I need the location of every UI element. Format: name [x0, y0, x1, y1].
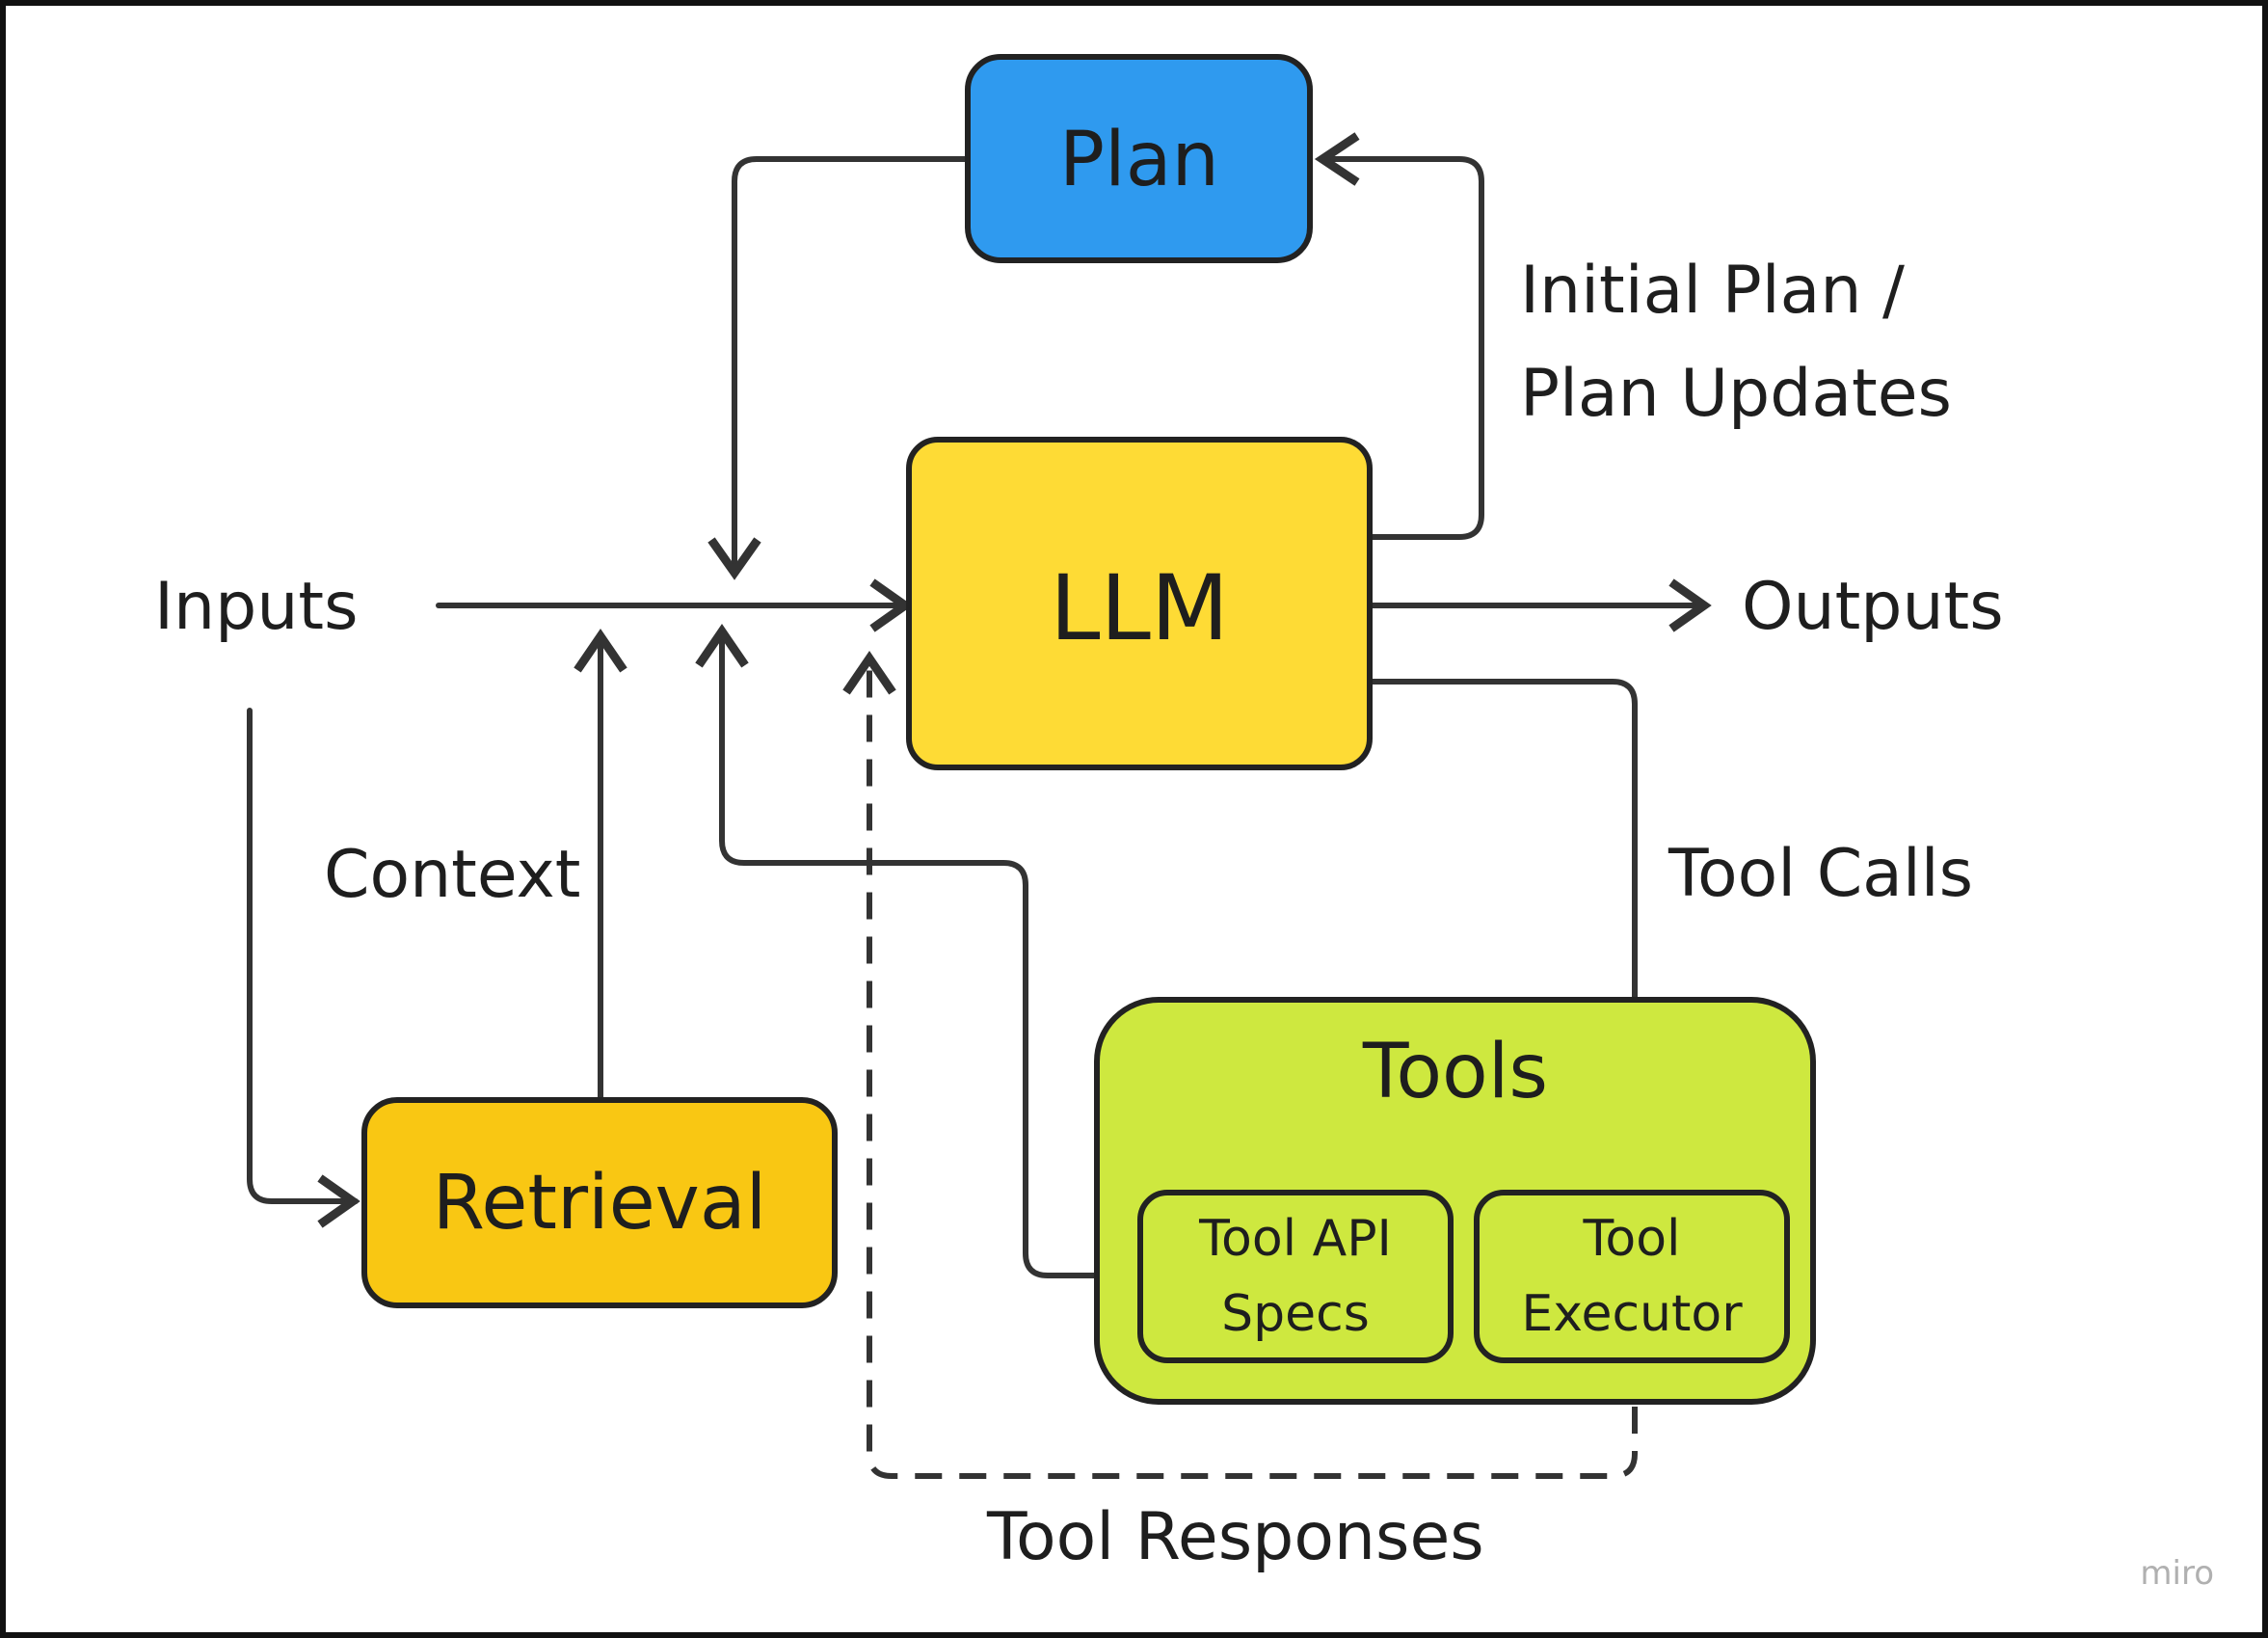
llm-to-outputs-arrowhead	[1668, 578, 1712, 632]
tool-calls-connector	[1370, 679, 1638, 1184]
inputs-label: Inputs	[154, 569, 359, 645]
plan-updates-label-line1: Initial Plan /	[1520, 253, 1905, 329]
plan-node: Plan	[965, 54, 1313, 263]
tool-responses-label: Tool Responses	[986, 1499, 1484, 1575]
tool-api-specs-label-line1: Tool API	[1198, 1210, 1392, 1268]
tool-specs-connector	[719, 629, 1143, 1278]
tool-executor-node: Tool Executor	[1474, 1190, 1790, 1363]
plan-label: Plan	[1059, 117, 1219, 203]
tool-executor-label-line1: Tool	[1582, 1210, 1680, 1268]
tool-api-specs-label-line2: Specs	[1221, 1285, 1370, 1343]
llm-node: LLM	[906, 437, 1373, 770]
retrieval-node: Retrieval	[361, 1097, 838, 1308]
outputs-label: Outputs	[1742, 569, 2004, 645]
tool-executor-label-line2: Executor	[1521, 1285, 1743, 1343]
miro-watermark: miro	[2140, 1554, 2214, 1593]
tool-calls-label: Tool Calls	[1668, 836, 1973, 912]
llm-to-plan-connector	[1318, 156, 1484, 540]
tool-api-specs-node: Tool API Specs	[1137, 1190, 1454, 1363]
context-label: Context	[324, 837, 580, 913]
inputs-to-llm-arrowhead	[869, 578, 913, 632]
context-arrowhead	[574, 629, 627, 673]
tool-specs-arrowhead	[695, 624, 749, 668]
tool-responses-connector	[867, 668, 1638, 1479]
tool-responses-arrowhead	[842, 651, 896, 695]
retrieval-label: Retrieval	[433, 1160, 767, 1247]
plan-to-inputs-arrowhead	[707, 537, 761, 580]
llm-label: LLM	[1050, 556, 1229, 661]
llm-to-plan-arrowhead	[1314, 132, 1360, 186]
inputs-to-retrieval-arrowhead	[317, 1174, 360, 1228]
plan-updates-label-line2: Plan Updates	[1520, 356, 1952, 432]
tools-container: Tools Tool API Specs Tool Executor	[1094, 997, 1816, 1405]
plan-to-inputs-connector	[732, 156, 970, 570]
tools-label: Tools	[1362, 1029, 1548, 1115]
inputs-to-retrieval-connector	[247, 708, 359, 1204]
